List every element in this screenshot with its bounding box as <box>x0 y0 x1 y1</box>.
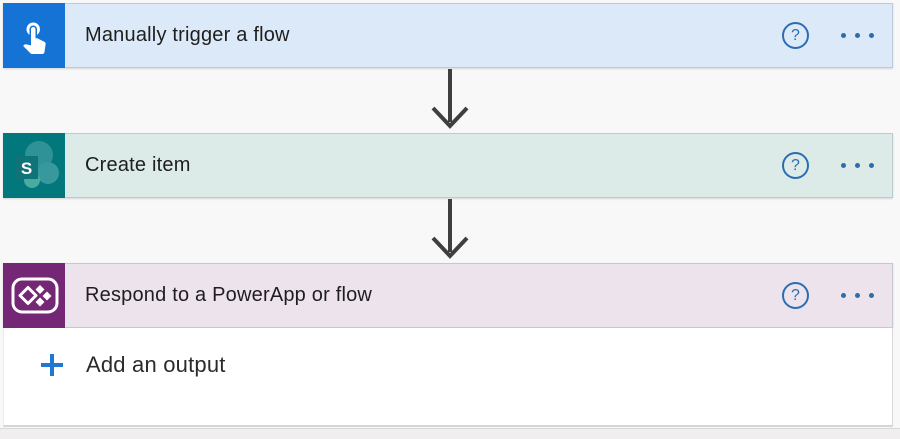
question-mark-glyph: ? <box>791 156 800 174</box>
step-title: Respond to a PowerApp or flow <box>85 284 373 306</box>
connector-arrow-icon[interactable] <box>426 199 474 261</box>
page-bottom-strip <box>0 428 900 439</box>
flow-step-create-item[interactable]: S Create item ? <box>3 133 893 198</box>
add-output-label: Add an output <box>86 352 226 377</box>
powerapps-icon <box>3 263 65 328</box>
more-options-icon[interactable] <box>839 157 876 174</box>
sharepoint-icon: S <box>3 133 65 198</box>
more-options-icon[interactable] <box>839 287 876 304</box>
step-body-panel: Add an output <box>3 328 893 427</box>
step-title: Create item <box>85 154 191 176</box>
add-output-button[interactable]: Add an output <box>40 352 226 378</box>
sharepoint-letter: S <box>21 159 32 178</box>
manual-trigger-touch-icon <box>3 3 65 68</box>
question-mark-glyph: ? <box>791 286 800 304</box>
step-title: Manually trigger a flow <box>85 24 290 46</box>
more-options-icon[interactable] <box>839 27 876 44</box>
plus-icon <box>41 354 63 376</box>
help-icon[interactable]: ? <box>782 152 809 179</box>
help-icon[interactable]: ? <box>782 282 809 309</box>
flow-step-respond-powerapp[interactable]: Respond to a PowerApp or flow ? <box>3 263 893 328</box>
connector-arrow-icon[interactable] <box>426 69 474 131</box>
question-mark-glyph: ? <box>791 26 800 44</box>
help-icon[interactable]: ? <box>782 22 809 49</box>
flow-step-manual-trigger[interactable]: Manually trigger a flow ? <box>3 3 893 68</box>
